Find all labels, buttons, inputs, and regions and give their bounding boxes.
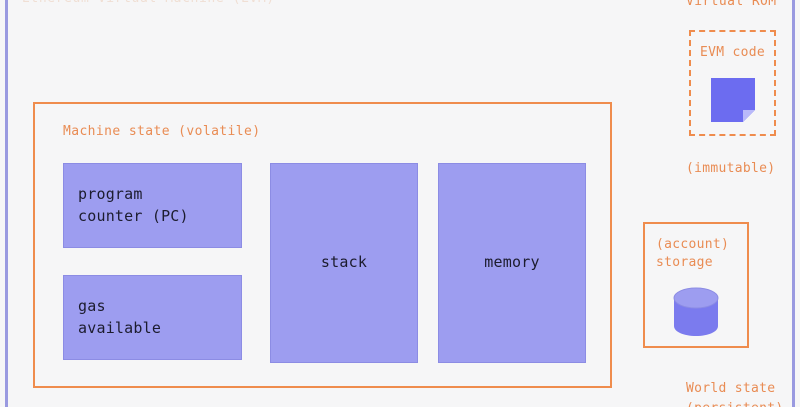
- block-gas-available: gas available: [63, 275, 242, 360]
- database-icon: [673, 287, 719, 336]
- document-icon: [710, 78, 755, 122]
- account-storage-box: (account) storage: [643, 222, 749, 348]
- page-rail-left: [5, 0, 8, 407]
- machine-state-label: Machine state (volatile): [63, 124, 261, 139]
- immutable-label: (immutable): [686, 161, 776, 176]
- evm-code-box: EVM code: [689, 30, 776, 136]
- account-storage-label: (account) storage: [656, 237, 730, 270]
- block-memory: memory: [438, 163, 586, 363]
- block-program-counter: program counter (PC): [63, 163, 242, 248]
- machine-state-group: Machine state (volatile): [33, 102, 612, 388]
- world-state-label: World state (persistent): [686, 381, 783, 407]
- evm-title: Ethereum Virtual Machine (EVM): [22, 0, 275, 6]
- virtual-rom-title: Virtual ROM: [686, 0, 777, 9]
- page-rail-right: [792, 0, 795, 407]
- block-stack: stack: [270, 163, 418, 363]
- evm-code-label: EVM code: [699, 45, 765, 60]
